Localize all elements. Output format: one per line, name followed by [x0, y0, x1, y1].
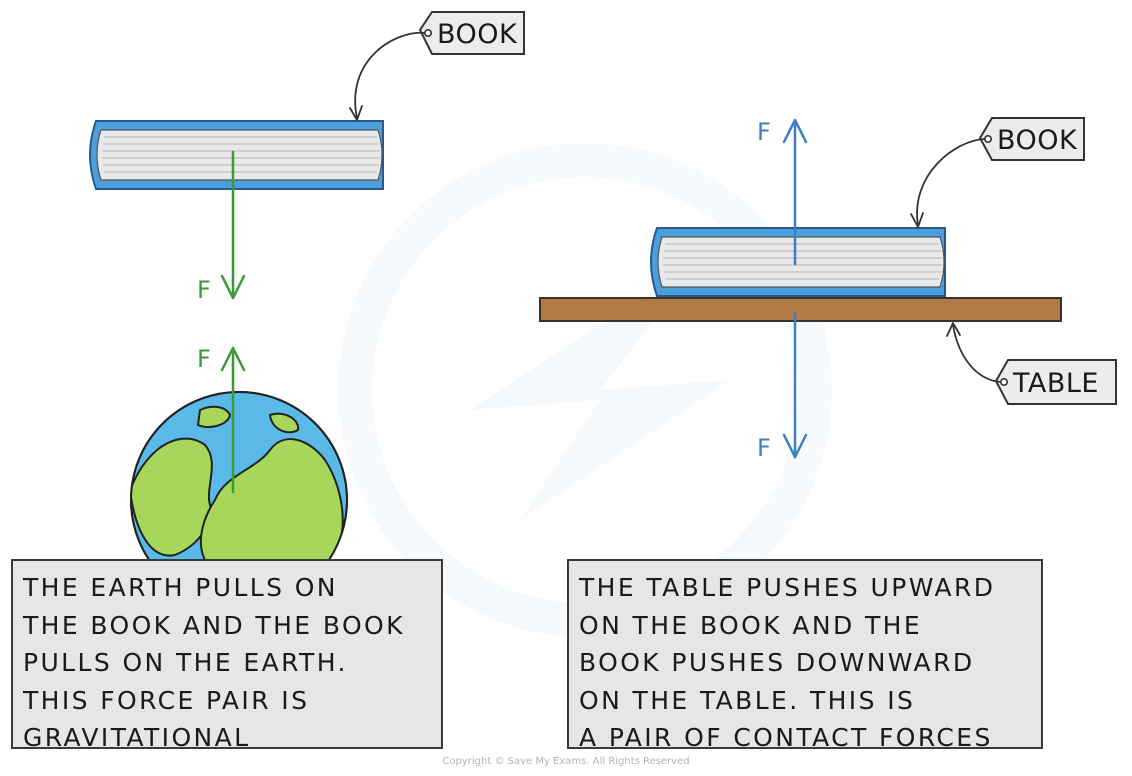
book-tag-right-pointer: [916, 138, 986, 226]
gravitational-pair-caption: THE EARTH PULLS ON THE BOOK AND THE BOOK…: [11, 559, 443, 749]
table: [539, 297, 1062, 322]
contact-force-up-label: F: [757, 118, 771, 146]
contact-force-on-book-arrow: [782, 118, 808, 266]
table-tag: TABLE: [994, 359, 1117, 405]
book-tag-left-pointer: [354, 31, 426, 119]
gravity-force-on-book-arrow: [220, 150, 246, 300]
book-tag-right: BOOK: [978, 117, 1085, 161]
book-tag-left-text: BOOK: [437, 19, 518, 50]
contact-pair-caption: THE TABLE PUSHES UPWARD ON THE BOOK AND …: [567, 559, 1043, 749]
earth: [130, 391, 348, 609]
book-right: [650, 227, 946, 297]
caption-line: PULLS ON THE EARTH.: [23, 648, 348, 677]
caption-line: GRAVITATIONAL: [23, 723, 251, 749]
caption-line: THE TABLE PUSHES UPWARD: [579, 573, 996, 602]
gravity-force-up-label: F: [197, 345, 211, 373]
gravity-force-down-label: F: [197, 276, 211, 304]
caption-line: THE BOOK AND THE BOOK: [23, 610, 405, 640]
contact-force-down-label: F: [757, 434, 771, 462]
caption-line: ON THE TABLE. THIS IS: [579, 685, 916, 715]
table-tag-text: TABLE: [1012, 368, 1099, 399]
caption-line: THIS FORCE PAIR IS: [23, 685, 310, 715]
book-left: [89, 120, 384, 190]
caption-line: BOOK PUSHES DOWNWARD: [579, 648, 975, 677]
book-tag-right-text: BOOK: [997, 125, 1078, 156]
book-tag-left: BOOK: [418, 11, 525, 55]
caption-line: THE EARTH PULLS ON: [23, 573, 338, 602]
contact-force-on-table-arrow: [782, 311, 808, 459]
caption-line: ON THE BOOK AND THE: [579, 610, 923, 640]
caption-line: A PAIR OF CONTACT FORCES: [579, 723, 993, 749]
gravity-force-on-earth-arrow: [220, 346, 246, 494]
table-tag-pointer: [952, 324, 1002, 383]
copyright-notice: Copyright © Save My Exams. All Rights Re…: [442, 756, 690, 767]
